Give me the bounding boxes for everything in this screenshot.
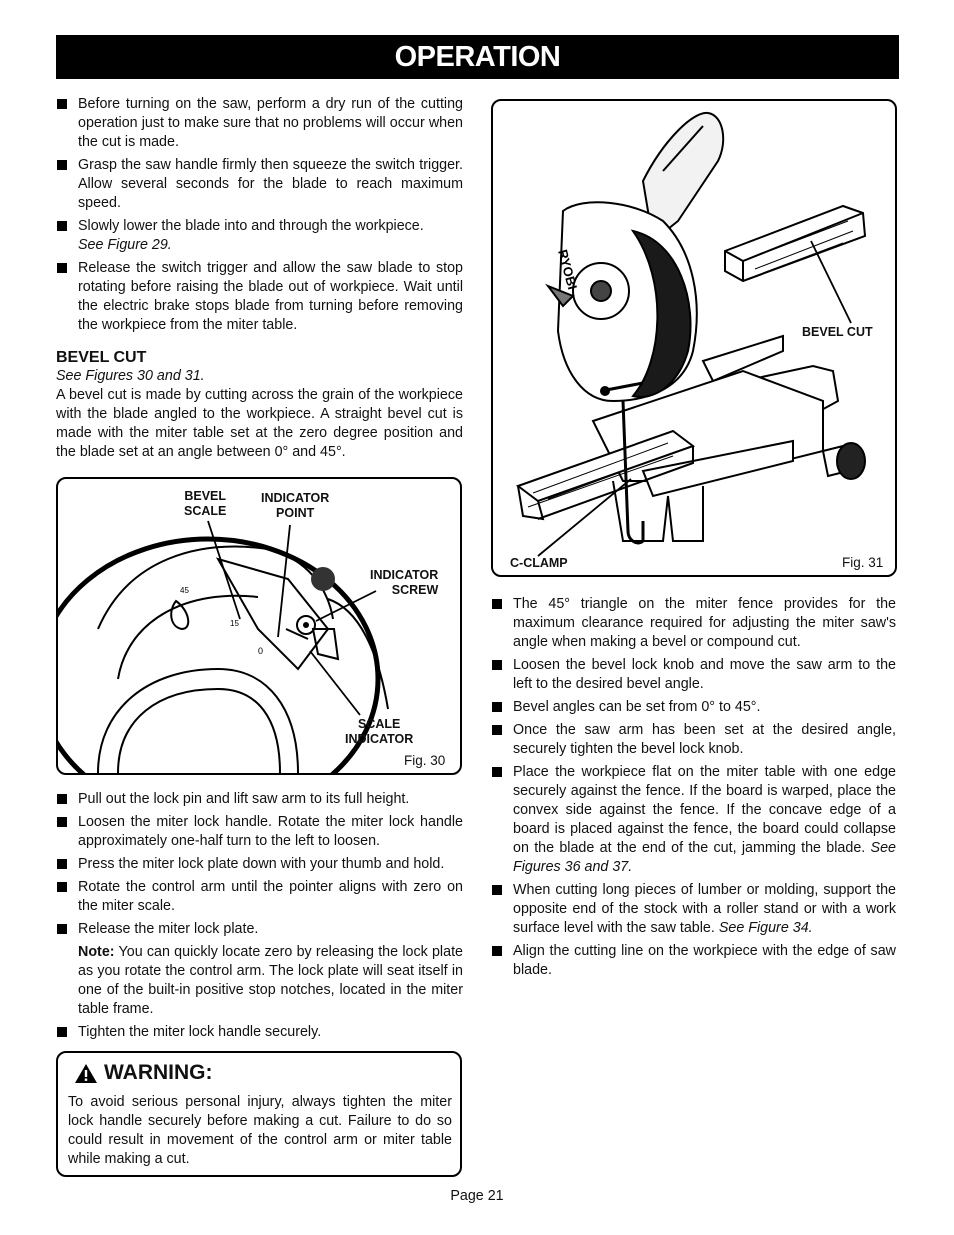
label-c-clamp: C-CLAMP — [510, 556, 568, 570]
note-label: Note: — [78, 944, 115, 960]
list-item: Bevel angles can be set from 0° to 45°. — [491, 698, 896, 717]
figure-caption: Fig. 30 — [404, 753, 446, 768]
left-column-bottom: Pull out the lock pin and lift saw arm t… — [56, 790, 463, 1046]
figure-reference: See Figures 36 and 37. — [513, 840, 896, 875]
warning-text: To avoid serious personal injury, always… — [68, 1094, 452, 1167]
list-item: Place the workpiece flat on the miter ta… — [491, 763, 896, 877]
scale-mark: 45 — [180, 586, 189, 595]
list-item-text: When cutting long pieces of lumber or mo… — [513, 882, 896, 936]
warning-title: WARNING: — [104, 1061, 213, 1084]
list-item: Align the cutting line on the workpiece … — [491, 942, 896, 980]
miter-steps-list: Pull out the lock pin and lift saw arm t… — [56, 790, 463, 939]
warning-box: WARNING: To avoid serious personal injur… — [56, 1051, 462, 1177]
note-text: You can quickly locate zero by releasing… — [78, 944, 463, 1017]
label-bevel-cut: BEVEL CUT — [802, 325, 873, 339]
list-item: Grasp the saw handle firmly then squeeze… — [56, 156, 463, 213]
figure-caption: Fig. 31 — [842, 555, 884, 570]
list-item: Rotate the control arm until the pointer… — [56, 878, 463, 916]
miter-saw-illustration: RYOBI — [515, 111, 867, 557]
scale-mark: 0 — [258, 646, 263, 656]
scale-mark: 15 — [230, 619, 239, 628]
list-item-text: Place the workpiece flat on the miter ta… — [513, 764, 896, 856]
bevel-scale-illustration: 45 15 0 — [58, 520, 389, 773]
note-paragraph: Note: You can quickly locate zero by rel… — [56, 943, 463, 1019]
list-item: Pull out the lock pin and lift saw arm t… — [56, 790, 463, 809]
page-banner: OPERATION — [56, 35, 899, 79]
list-item: The 45° triangle on the miter fence prov… — [491, 595, 896, 652]
list-item: Slowly lower the blade into and through … — [56, 217, 463, 255]
list-item-text: Slowly lower the blade into and through … — [78, 218, 424, 234]
label-scale-indicator: SCALE INDICATOR — [345, 717, 414, 746]
list-item: When cutting long pieces of lumber or mo… — [491, 881, 896, 938]
list-item: Before turning on the saw, perform a dry… — [56, 95, 463, 152]
label-bevel-scale: BEVEL SCALE — [184, 489, 227, 518]
list-item: Tighten the miter lock handle securely. — [56, 1023, 463, 1042]
warning-triangle-icon — [75, 1063, 97, 1083]
label-indicator-point: INDICATOR POINT — [261, 491, 330, 520]
figure-30: 45 15 0 BEVEL SCALE INDICATOR POINT INDI… — [56, 477, 462, 775]
operation-steps-list: Before turning on the saw, perform a dry… — [56, 95, 463, 335]
list-item: Loosen the bevel lock knob and move the … — [491, 656, 896, 694]
list-item: Release the miter lock plate. — [56, 920, 463, 939]
figure-reference: See Figures 30 and 31. — [56, 368, 205, 384]
list-item: Press the miter lock plate down with you… — [56, 855, 463, 874]
bevel-steps-list: The 45° triangle on the miter fence prov… — [491, 595, 896, 980]
list-item: Once the saw arm has been set at the des… — [491, 721, 896, 759]
list-item: Release the switch trigger and allow the… — [56, 259, 463, 335]
page-number: Page 21 — [450, 1188, 504, 1204]
figure-reference: See Figure 34. — [714, 920, 813, 936]
figure-31: RYOBI BEVEL CUT C-CLAMP Fig. 31 — [491, 99, 897, 577]
figure-reference: See Figure 29. — [78, 237, 172, 253]
list-item: Loosen the miter lock handle. Rotate the… — [56, 813, 463, 851]
label-indicator-screw: INDICATOR SCREW — [370, 568, 439, 597]
right-column: The 45° triangle on the miter fence prov… — [491, 595, 896, 984]
section-heading: BEVEL CUT — [56, 349, 147, 366]
left-column: Before turning on the saw, perform a dry… — [56, 95, 463, 462]
bevel-cut-paragraph: A bevel cut is made by cutting across th… — [56, 387, 463, 460]
